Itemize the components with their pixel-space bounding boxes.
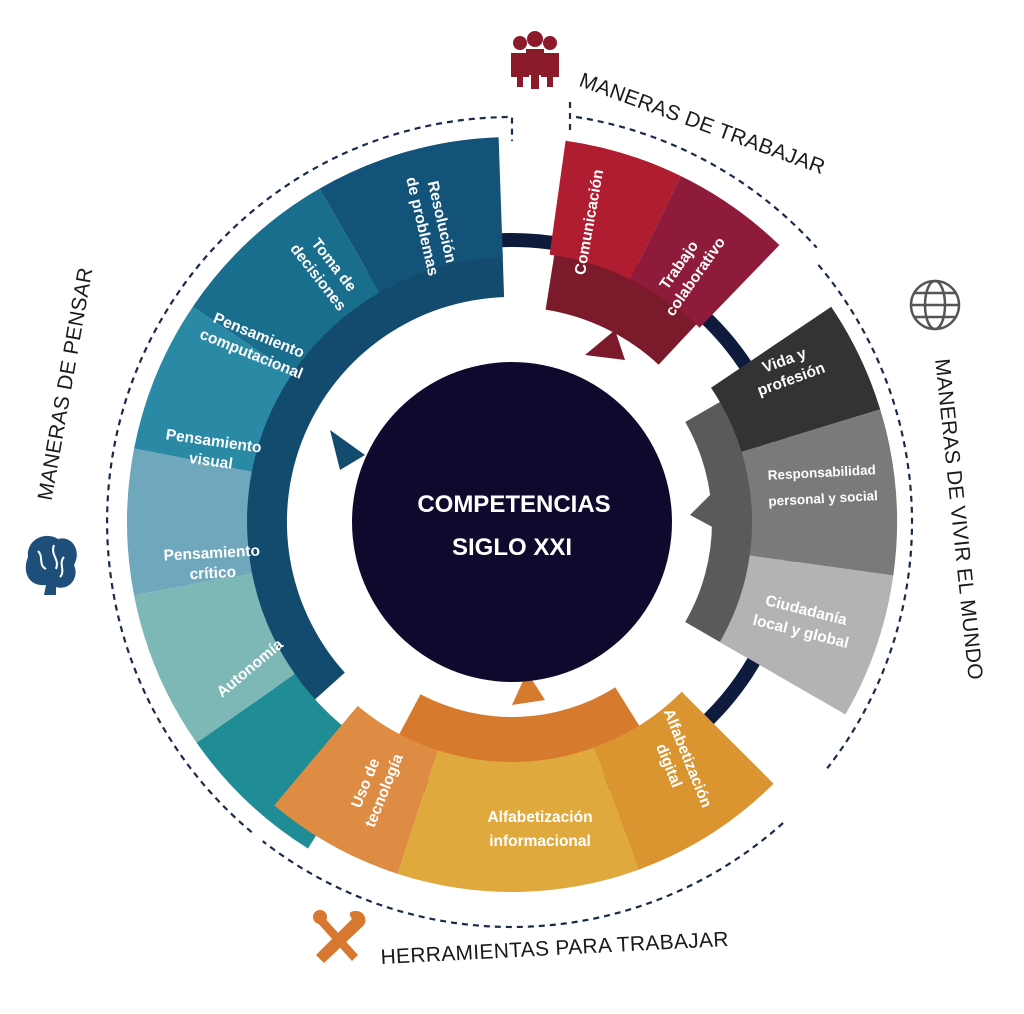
segment-responsabilidad <box>741 409 898 576</box>
segment-trabajo-colaborativo <box>630 176 780 328</box>
globe-icon <box>909 279 961 331</box>
label-critico-2: crítico <box>189 564 236 583</box>
label-visual-2: visual <box>188 450 234 473</box>
center-title-line1: COMPETENCIAS <box>417 491 610 518</box>
center-title-line2: SIGLO XXI <box>452 534 572 561</box>
segment-vida-y-profesion <box>711 306 881 452</box>
tools-icon <box>313 910 366 963</box>
label-critico-1: Pensamiento <box>163 542 260 564</box>
segment-uso-de-tecnologia <box>274 705 438 874</box>
label-responsabilidad-1: Responsabilidad <box>767 462 876 483</box>
label-informacional-1: Alfabetización <box>487 809 592 826</box>
category-label-herramientas: HERRAMIENTAS PARA TRABAJAR <box>380 928 729 969</box>
category-label-vivir: MANERAS DE VIVIR EL MUNDO <box>930 358 987 682</box>
trabajar-pointer <box>585 330 625 360</box>
segment-pensamiento-critico <box>134 572 295 743</box>
segment-alfabetizacion-digital <box>594 691 774 870</box>
trabajar-bracket <box>568 100 818 249</box>
label-informacional-2: informacional <box>489 833 591 850</box>
category-label-pensar: MANERAS DE PENSAR <box>34 266 98 503</box>
pensar-bracket <box>105 115 514 834</box>
segment-comunicacion <box>549 140 681 280</box>
label-responsabilidad-2: personal y social <box>768 488 878 509</box>
segment-pensamiento-visual <box>127 448 252 596</box>
segment-resolucion-de-problemas <box>319 137 503 293</box>
herramientas-pointer <box>512 672 545 705</box>
segment-pensamiento-computacional <box>134 306 293 472</box>
pensar-pointer <box>330 430 365 470</box>
trabajar-inner-band <box>545 245 703 365</box>
brain-icon <box>25 535 77 595</box>
people-icon <box>511 31 559 89</box>
segment-toma-de-decisiones <box>192 188 380 374</box>
segment-ciudadania <box>719 555 894 715</box>
segment-alfabetizacion-informacional <box>397 747 639 892</box>
center-circle <box>352 362 672 682</box>
vivir-bracket <box>817 264 914 769</box>
vivir-pointer <box>690 490 718 530</box>
